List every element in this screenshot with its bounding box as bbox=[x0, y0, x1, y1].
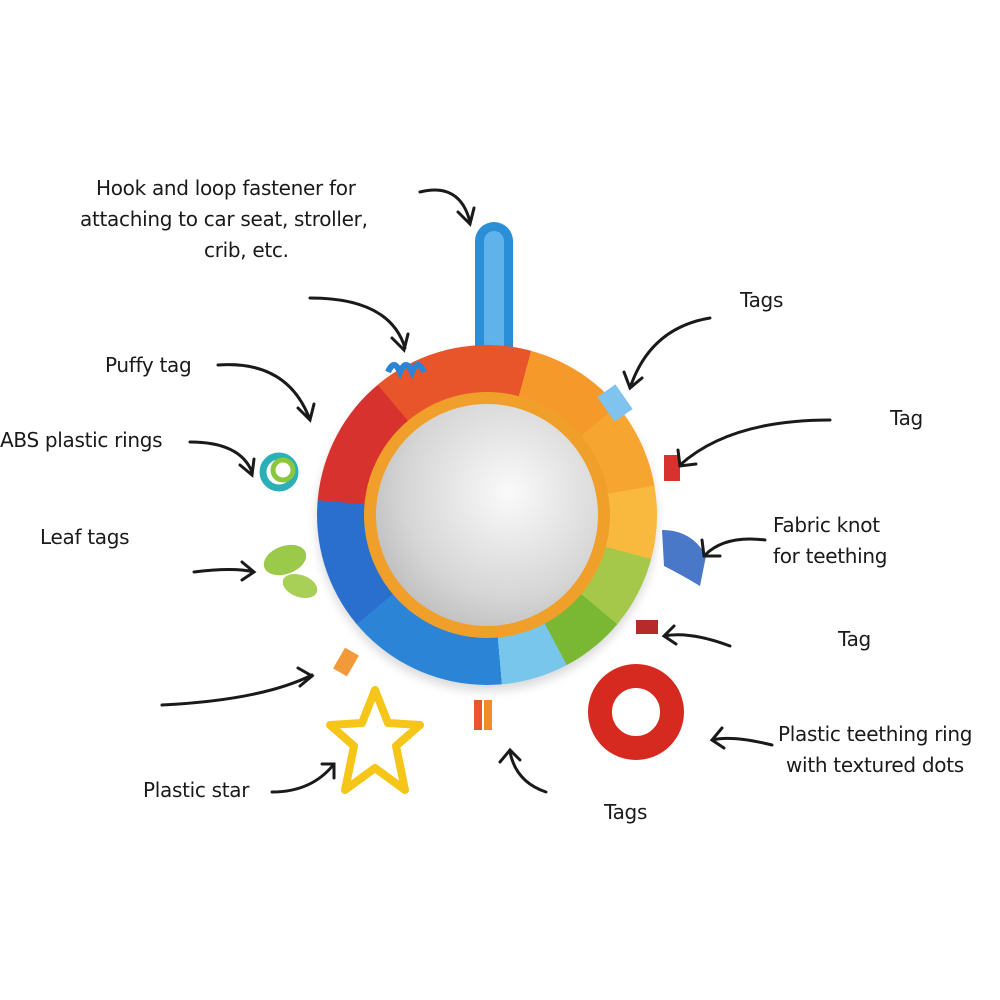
label-tags-top: Tags bbox=[740, 288, 784, 312]
label-line: Hook and loop fastener for bbox=[96, 176, 356, 200]
label-line: Fabric knot bbox=[773, 513, 880, 537]
abs-plastic-rings bbox=[259, 452, 299, 492]
label-leaf-tags: Leaf tags bbox=[40, 525, 130, 549]
orange-tag bbox=[333, 647, 359, 677]
teething-ring bbox=[588, 664, 684, 760]
tag-right bbox=[664, 455, 680, 481]
arrows bbox=[160, 188, 832, 794]
tags-bottom bbox=[474, 700, 492, 730]
hook-loop-strap bbox=[475, 222, 513, 362]
label-hook-loop-fastener: Hook and loop fastener for attaching to … bbox=[80, 173, 368, 266]
label-line: attaching to car seat, stroller, bbox=[80, 207, 368, 231]
label-plastic-star: Plastic star bbox=[143, 778, 250, 802]
label-line: Plastic teething ring bbox=[778, 722, 973, 746]
label-puffy-tag: Puffy tag bbox=[105, 353, 192, 377]
label-tag-lower-right: Tag bbox=[838, 627, 871, 651]
label-abs-plastic-rings: ABS plastic rings bbox=[0, 428, 163, 452]
fabric-knot bbox=[662, 530, 706, 586]
label-tag-right: Tag bbox=[890, 406, 923, 430]
label-line: with textured dots bbox=[786, 753, 964, 777]
label-tags-bottom: Tags bbox=[604, 800, 648, 824]
label-teething-ring: Plastic teething ring with textured dots bbox=[778, 719, 972, 781]
mirror bbox=[376, 404, 598, 626]
tags-top-right bbox=[597, 384, 633, 422]
leaf-tags bbox=[263, 544, 318, 599]
puffy-tag bbox=[385, 362, 427, 380]
plastic-star bbox=[326, 686, 424, 794]
label-line: crib, etc. bbox=[204, 238, 289, 262]
label-fabric-knot: Fabric knot for teething bbox=[773, 510, 887, 572]
tag-lower-right bbox=[636, 620, 658, 634]
label-line: for teething bbox=[773, 544, 888, 568]
